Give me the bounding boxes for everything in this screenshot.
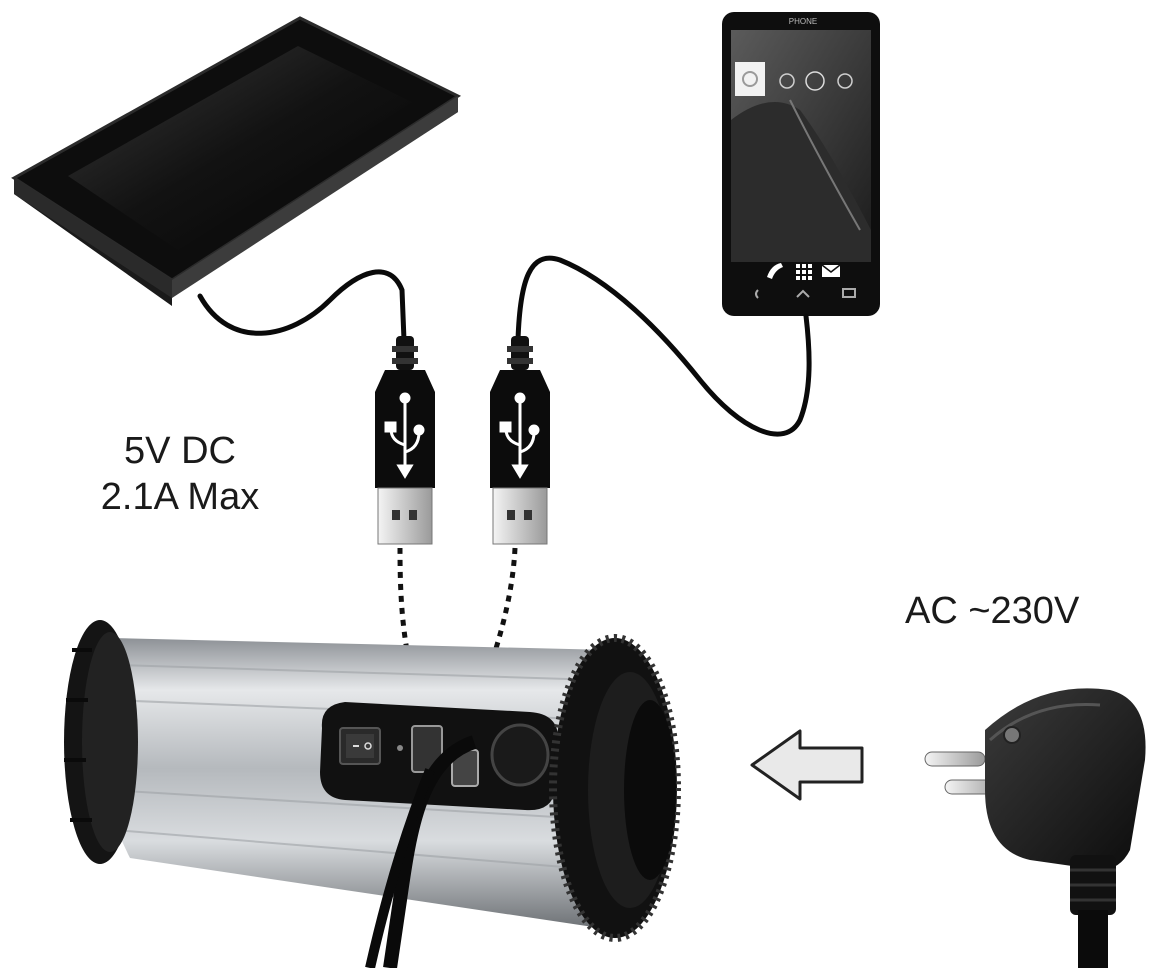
schuko-plug-icon xyxy=(924,688,1146,968)
usb-plug-icon xyxy=(490,336,550,545)
mail-icon xyxy=(821,264,841,277)
smartphone-icon: PHONE xyxy=(722,12,880,316)
phone-brand-text: PHONE xyxy=(789,17,817,26)
usb-plug-icon xyxy=(375,336,435,545)
dc-voltage-text: 5V DC xyxy=(124,430,236,472)
ac-input-label: AC ~230V xyxy=(905,590,1080,632)
dc-output-label: 5V DC 2.1A Max xyxy=(70,428,290,520)
arrow-left-icon xyxy=(750,729,864,801)
usb-trident-icon xyxy=(384,392,425,479)
usb-trident-icon xyxy=(499,392,540,479)
charging-cables xyxy=(197,255,812,437)
tablet-icon xyxy=(11,16,462,306)
apps-grid-icon xyxy=(796,264,812,280)
inverter-icon xyxy=(64,620,681,968)
power-switch-icon xyxy=(339,727,381,765)
dc-current-text: 2.1A Max xyxy=(100,476,260,518)
phone-call-icon xyxy=(767,263,783,279)
